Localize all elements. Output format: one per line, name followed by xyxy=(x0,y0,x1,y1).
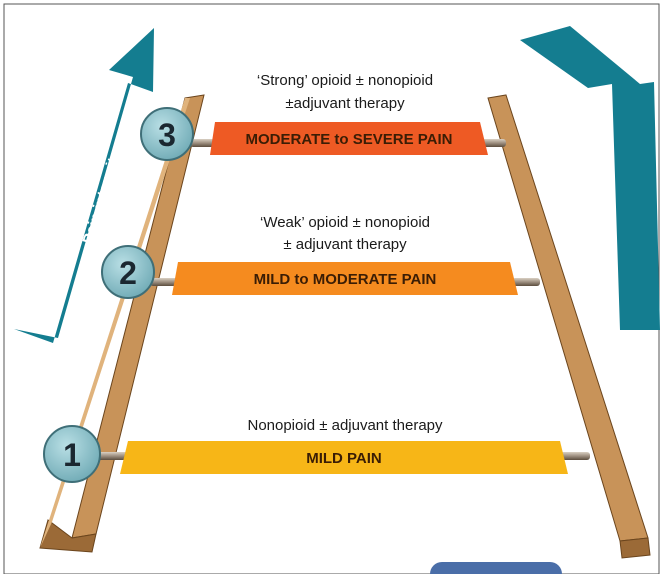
rung-1-label: MILD PAIN xyxy=(306,450,382,467)
treatment-1-line-1: Nonopioid ± adjuvant therapy xyxy=(247,417,443,434)
step-1-number: 1 xyxy=(63,437,81,473)
step-2-number: 2 xyxy=(119,255,137,291)
pin-1-right xyxy=(560,452,590,460)
treatment-2-line-1: ‘Weak’ opioid ± nonopioid xyxy=(260,214,430,231)
bottom-partial-button[interactable] xyxy=(430,562,562,574)
rung-2-label: MILD to MODERATE PAIN xyxy=(254,271,437,288)
treatment-3-line-1: ‘Strong’ opioid ± nonopioid xyxy=(257,72,433,89)
ladder-rail-right-end xyxy=(620,538,650,558)
treatment-2-line-2: ± adjuvant therapy xyxy=(283,236,407,253)
step-3-number: 3 xyxy=(158,117,176,153)
pin-2-right xyxy=(512,278,540,286)
pain-intensity-arrow-right xyxy=(520,26,660,330)
rung-3-label: MODERATE to SEVERE PAIN xyxy=(246,131,453,148)
treatment-3-line-2: ±adjuvant therapy xyxy=(285,95,405,112)
arrow-label: Pain intensity xyxy=(80,147,125,246)
